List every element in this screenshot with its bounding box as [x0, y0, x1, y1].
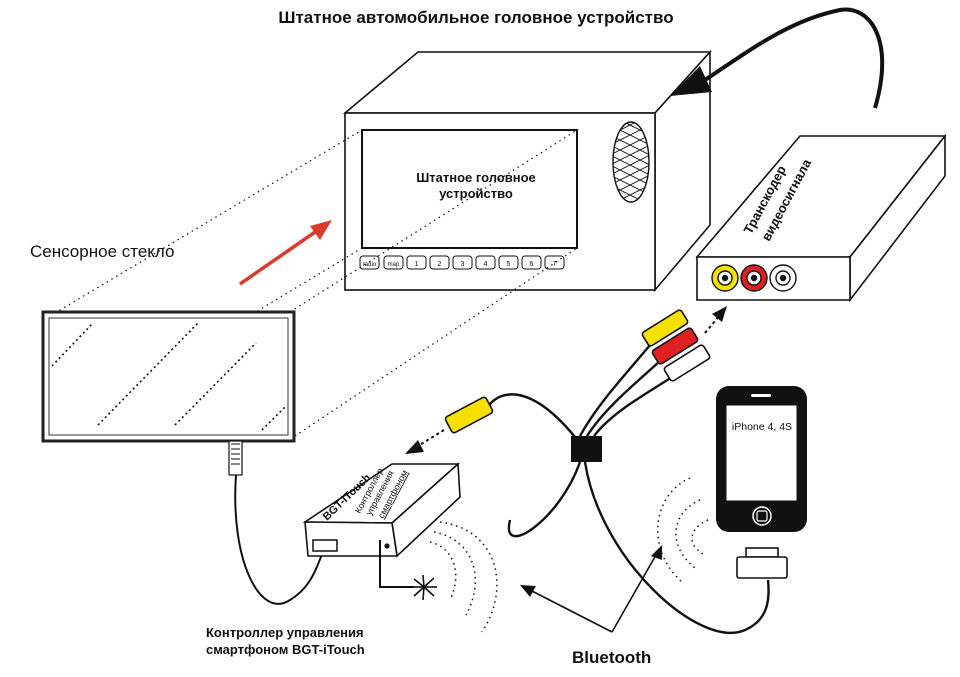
rca-socket-yellow — [711, 264, 739, 292]
rca-plug-red — [651, 327, 699, 365]
controller-box — [302, 462, 461, 558]
cable-splitter — [571, 436, 602, 462]
touch-glass — [41, 310, 296, 476]
iphone — [716, 386, 807, 532]
svg-text:6: 6 — [530, 261, 534, 268]
hu-button-6[interactable]: 6 — [521, 255, 542, 270]
controller-bluetooth-waves — [429, 521, 498, 633]
bluetooth-arrowhead-left-icon — [520, 585, 536, 597]
controller-caption-line1: Контроллер управления — [206, 625, 364, 640]
rca-plug-yellow-controller — [444, 396, 494, 434]
iphone-home-button[interactable] — [752, 506, 772, 526]
dock-connector — [736, 547, 788, 579]
rca-socket-white — [769, 264, 797, 292]
svg-text:radio: radio — [363, 262, 377, 268]
head-unit-screen — [361, 129, 578, 249]
rca-socket-red — [740, 264, 768, 292]
hu-button-7[interactable]: 7 — [544, 255, 565, 270]
dotted-arrow-to-transcoder-icon — [704, 306, 727, 334]
hu-button-3[interactable]: 3 — [452, 255, 473, 270]
svg-text:1: 1 — [415, 261, 419, 268]
glass-to-controller-cable — [234, 474, 326, 605]
phone-label: iPhone 4, 4S — [732, 421, 792, 433]
svg-text:7: 7 — [553, 261, 557, 268]
rca-plug-yellow — [641, 309, 689, 347]
phone-bluetooth-waves — [657, 477, 709, 584]
rca-plug-white — [663, 344, 711, 382]
dotted-arrow-to-controller-icon — [405, 429, 445, 454]
bluetooth-label: Bluetooth — [572, 648, 651, 667]
svg-text:4: 4 — [484, 261, 488, 268]
head-unit-top — [342, 51, 712, 114]
touch-glass-label: Сенсорное стекло — [30, 242, 174, 261]
bluetooth-arrowhead-right-icon — [651, 545, 662, 560]
hu-button-5[interactable]: 5 — [498, 255, 519, 270]
head-unit-buttons: radio map 1 2 3 4 5 6 — [359, 255, 565, 270]
red-arrow-icon — [239, 220, 332, 286]
glass-ribbon-connector — [228, 440, 243, 476]
svg-text:2: 2 — [438, 261, 442, 268]
hu-button-1[interactable]: 1 — [406, 255, 427, 270]
hu-button-radio[interactable]: radio — [359, 255, 380, 270]
controller-caption-line2: смартфоном BGT-iTouch — [206, 642, 365, 657]
speaker-grille — [612, 121, 650, 203]
controller-led — [384, 543, 390, 549]
transcoder-to-headunit-arrow-icon — [670, 7, 885, 109]
diagram-title: Штатное автомобильное головное устройств… — [278, 8, 673, 27]
controller-port — [312, 539, 338, 552]
bluetooth-arrows — [529, 554, 657, 633]
microphone-icon — [379, 540, 437, 601]
hu-button-4[interactable]: 4 — [475, 255, 496, 270]
hu-button-2[interactable]: 2 — [429, 255, 450, 270]
rca-cable — [444, 309, 770, 634]
svg-text:5: 5 — [507, 261, 511, 268]
rca-sockets — [711, 264, 797, 292]
svg-text:map: map — [388, 262, 400, 268]
hu-button-map[interactable]: map — [383, 255, 404, 270]
screen-label-line1: Штатное головное — [416, 170, 536, 185]
svg-text:3: 3 — [461, 261, 465, 268]
iphone-speaker — [751, 394, 771, 397]
